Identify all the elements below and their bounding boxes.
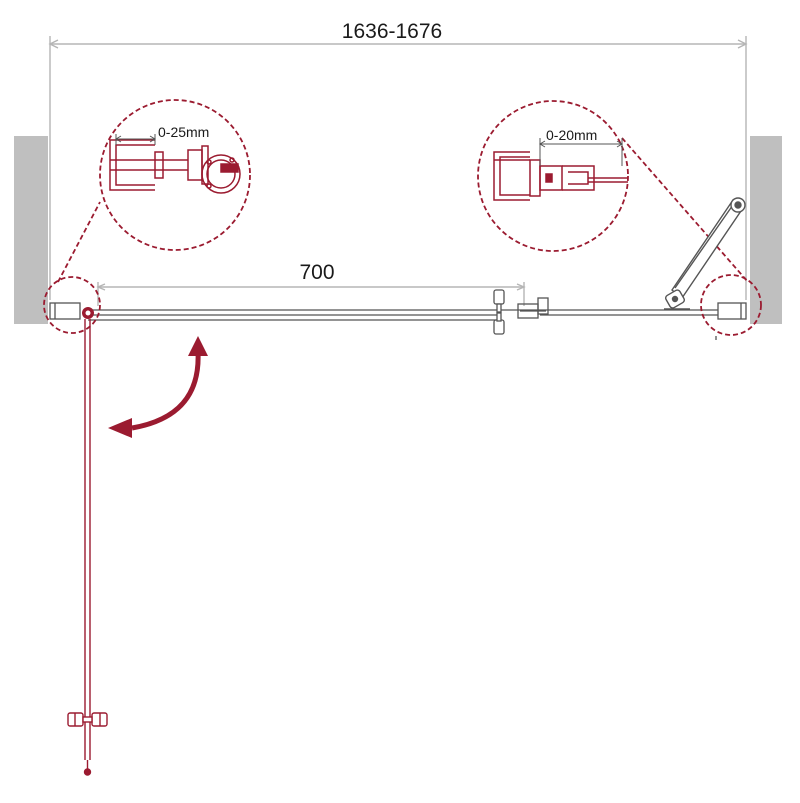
overall-width-dimension [48, 36, 748, 300]
right-small-detail-circle [700, 274, 762, 336]
open-door-panel [83, 319, 92, 776]
right-enlarged-profile [493, 151, 628, 201]
curved-arrow-icon [108, 336, 208, 438]
right-wall-profile [715, 302, 747, 340]
left-detail-leader [57, 201, 101, 283]
left-small-detail-circle [43, 276, 101, 334]
left-adjustment-dimension [115, 134, 156, 145]
left-wall-profile [49, 302, 81, 320]
right-wall [750, 136, 782, 324]
right-adjustment-label: 0-20mm [546, 127, 597, 143]
hinge-icon [82, 307, 94, 319]
door-handle-closed [493, 289, 549, 335]
right-adjustment-dimension [539, 138, 623, 166]
right-large-detail-circle [477, 100, 629, 252]
door-handle-icon [67, 712, 108, 727]
left-wall [14, 136, 48, 324]
stabilizer-bar-icon [664, 197, 746, 310]
left-adjustment-label: 0-25mm [158, 124, 209, 140]
left-enlarged-profile [109, 139, 241, 194]
glass-panel [88, 309, 730, 321]
overall-width-label: 1636-1676 [342, 20, 442, 43]
door-width-label: 700 [299, 261, 334, 284]
left-large-detail-circle [99, 99, 251, 251]
door-width-dimension [96, 282, 526, 306]
